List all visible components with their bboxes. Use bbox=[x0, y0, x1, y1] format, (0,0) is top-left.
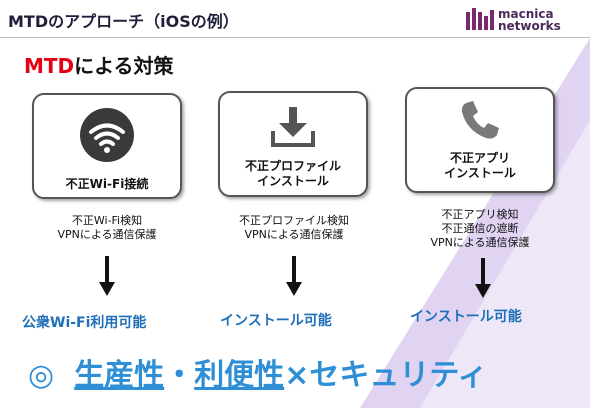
description-line: 不正通信の遮断 bbox=[441, 222, 519, 235]
card-wifi-description: 不正Wi-Fi検知 VPNによる通信保護 bbox=[32, 214, 182, 242]
title-divider bbox=[0, 37, 590, 38]
card-app-description: 不正アプリ検知 不正通信の遮断 VPNによる通信保護 bbox=[405, 208, 555, 250]
description-line: 不正プロファイル検知 bbox=[239, 214, 349, 227]
card-app-label: 不正アプリ インストール bbox=[407, 151, 553, 181]
card-profile: 不正プロファイル インストール bbox=[218, 91, 368, 197]
down-arrow-icon bbox=[475, 258, 491, 298]
double-circle-icon: ◎ bbox=[28, 358, 55, 393]
card-wifi-result: 公衆Wi-Fi利用可能 bbox=[22, 315, 147, 331]
card-label-line: 不正Wi-Fi接続 bbox=[65, 177, 149, 191]
slogan-separator: ・ bbox=[164, 358, 195, 393]
logo-text: macnica networks bbox=[498, 8, 561, 32]
card-app-result: インストール可能 bbox=[410, 309, 522, 325]
card-profile-description: 不正プロファイル検知 VPNによる通信保護 bbox=[214, 214, 374, 242]
description-line: 不正Wi-Fi検知 bbox=[71, 214, 143, 227]
phone-icon bbox=[461, 101, 499, 139]
card-label-line: 不正プロファイル bbox=[244, 159, 341, 173]
heading-accent: MTD bbox=[24, 54, 75, 78]
card-label-line: 不正アプリ bbox=[449, 151, 510, 165]
slogan-security: ×セキュリティ bbox=[284, 358, 488, 393]
card-profile-label: 不正プロファイル インストール bbox=[220, 159, 366, 189]
macnica-logo-icon bbox=[466, 8, 494, 30]
card-wifi: 不正Wi-Fi接続 bbox=[32, 93, 182, 199]
slogan-productivity: 生産性 bbox=[74, 358, 165, 393]
download-icon bbox=[271, 107, 315, 147]
card-label-line: インストール bbox=[444, 166, 516, 180]
description-line: VPNによる通信保護 bbox=[244, 228, 344, 241]
card-profile-result: インストール可能 bbox=[220, 313, 332, 329]
description-line: 不正アプリ検知 bbox=[441, 208, 519, 221]
slogan-convenience: 利便性 bbox=[194, 358, 285, 393]
footer-slogan: ◎ 生産性・利便性×セキュリティ bbox=[28, 350, 488, 394]
section-heading: MTDによる対策 bbox=[24, 50, 174, 79]
description-line: VPNによる通信保護 bbox=[430, 236, 530, 249]
description-line: VPNによる通信保護 bbox=[57, 228, 157, 241]
down-arrow-icon bbox=[286, 256, 302, 296]
wifi-icon bbox=[80, 108, 134, 162]
logo-line-2: networks bbox=[498, 19, 561, 33]
card-label-line: インストール bbox=[257, 174, 329, 188]
card-app: 不正アプリ インストール bbox=[405, 87, 555, 193]
down-arrow-icon bbox=[99, 256, 115, 296]
logo-line-1: macnica bbox=[498, 7, 554, 21]
slide-title: MTDのアプローチ（iOSの例） bbox=[8, 12, 239, 31]
heading-rest: による対策 bbox=[74, 54, 174, 78]
card-wifi-label: 不正Wi-Fi接続 bbox=[34, 177, 180, 192]
